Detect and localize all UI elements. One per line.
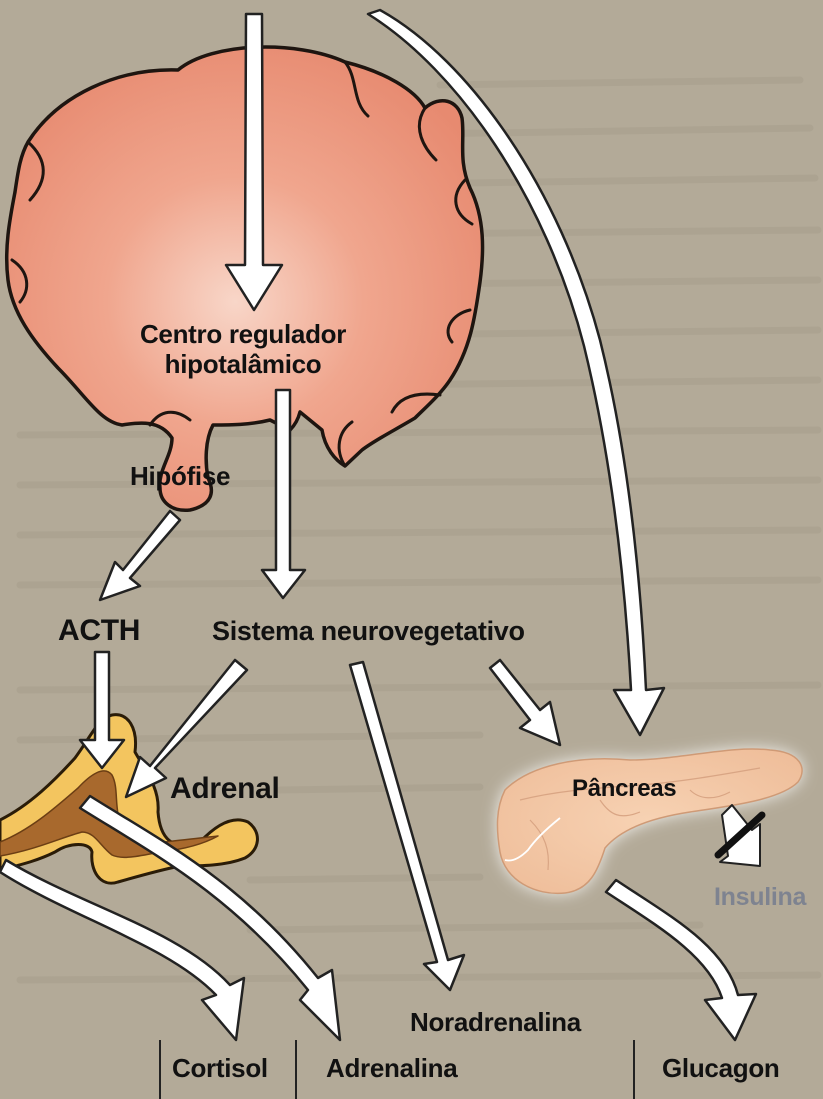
noradrenalina-label: Noradrenalina <box>410 1008 581 1038</box>
hipofise-label: Hipófise <box>130 462 230 492</box>
adrenal-label: Adrenal <box>170 772 280 807</box>
sistema-neurovegetativo-label: Sistema neurovegetativo <box>212 616 525 647</box>
arrow-sistema-to-pancreas <box>490 660 560 745</box>
arrow-hipofise-to-acth <box>100 511 180 600</box>
insulina-blocked-arrow <box>718 805 762 866</box>
centro-line-2: hipotalâmico <box>118 350 368 380</box>
centro-regulador-label: Centro regulador hipotalâmico <box>118 320 368 380</box>
glucagon-label: Glucagon <box>662 1054 780 1084</box>
cortisol-label: Cortisol <box>172 1054 268 1084</box>
insulina-label: Insulina <box>714 883 806 912</box>
centro-line-1: Centro regulador <box>118 320 368 350</box>
pancreas-label: Pâncreas <box>572 775 676 803</box>
adrenalina-label: Adrenalina <box>326 1054 457 1084</box>
acth-label: ACTH <box>58 614 140 649</box>
arrow-sistema-to-noradrenalina <box>350 662 464 990</box>
